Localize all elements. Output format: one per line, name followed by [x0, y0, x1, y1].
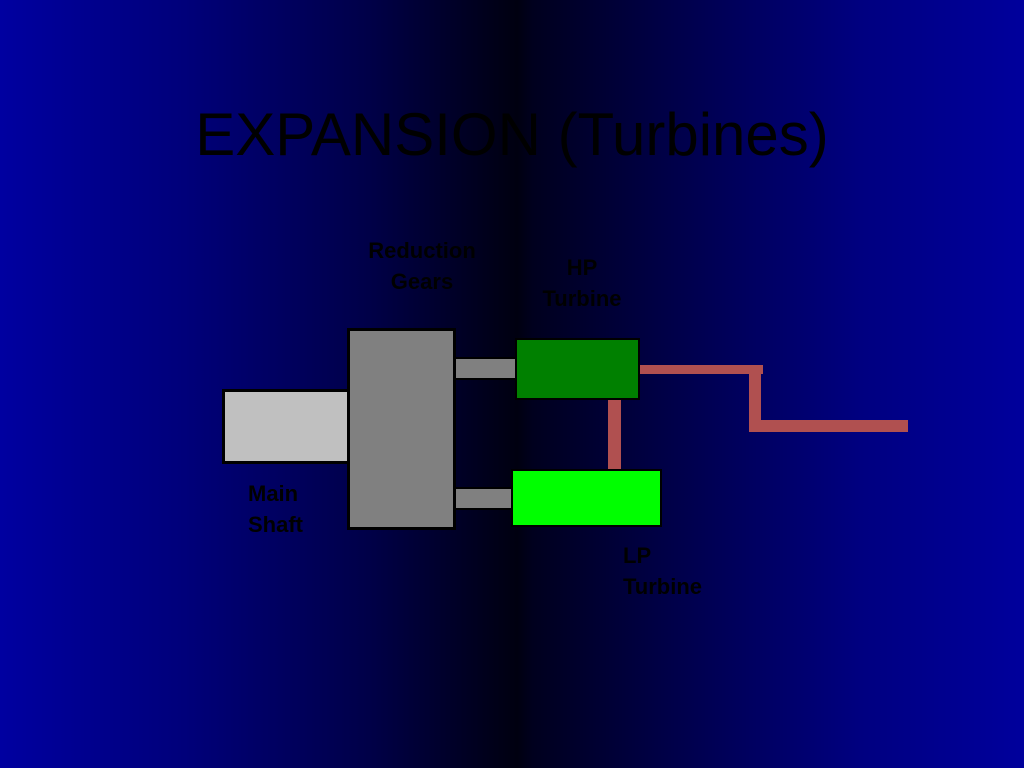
reduction-gears-label: Reduction Gears	[352, 235, 492, 297]
main-shaft-label-line-1: Main	[248, 481, 299, 506]
reduction-gears-label-line-1: Reduction	[368, 238, 476, 263]
main-shaft-block	[222, 389, 350, 464]
hp-turbine-block	[515, 338, 640, 400]
main-shaft-label-line-2: Shaft	[248, 512, 303, 537]
lp-turbine-label: LP Turbine	[623, 540, 702, 602]
hp-turbine-label-line-1: HP	[566, 255, 598, 280]
main-shaft-label: Main Shaft	[248, 478, 303, 540]
reduction-gears-block	[347, 328, 456, 530]
reduction-gears-label-line-2: Gears	[390, 269, 454, 294]
hp-coupling-shaft	[454, 357, 518, 380]
steam-line-hp-outlet	[636, 365, 763, 374]
lp-turbine-label-line-1: LP	[623, 543, 652, 568]
steam-line-vertical-drop	[749, 365, 761, 432]
lp-turbine-block	[511, 469, 662, 527]
slide-title: EXPANSION (Turbines)	[195, 101, 829, 168]
hp-turbine-label-line-2: Turbine	[542, 286, 622, 311]
lp-coupling-shaft	[454, 487, 514, 510]
hp-turbine-label: HP Turbine	[522, 252, 642, 314]
lp-turbine-label-line-2: Turbine	[623, 574, 703, 599]
steam-line-exhaust	[749, 420, 908, 432]
steam-line-hp-to-lp	[608, 396, 621, 474]
